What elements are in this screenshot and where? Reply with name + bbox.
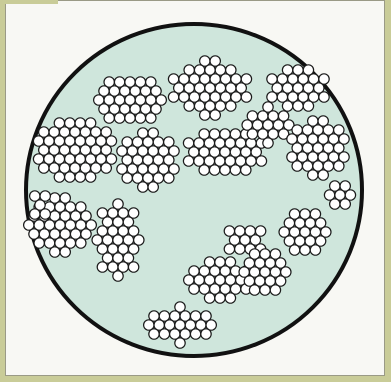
cell	[85, 172, 95, 182]
cell	[256, 156, 266, 166]
cell	[189, 284, 199, 294]
cell	[40, 209, 50, 219]
cell	[260, 285, 270, 295]
cell	[292, 161, 302, 171]
cell	[135, 113, 145, 123]
cell	[122, 173, 132, 183]
cell	[97, 262, 107, 272]
cell	[225, 293, 235, 303]
cell	[201, 329, 211, 339]
cell	[184, 101, 194, 111]
cell	[113, 271, 123, 281]
cell	[204, 293, 214, 303]
cell	[310, 245, 320, 255]
cell	[220, 165, 230, 175]
cell	[199, 165, 209, 175]
cell	[247, 129, 257, 139]
cell	[249, 285, 259, 295]
cell	[50, 247, 60, 257]
cell	[230, 165, 240, 175]
cell	[149, 329, 159, 339]
cell	[183, 156, 193, 166]
cell	[175, 338, 185, 348]
cell	[60, 247, 70, 257]
cell	[303, 101, 313, 111]
cell	[101, 163, 111, 173]
cell	[267, 92, 277, 102]
cell	[30, 209, 40, 219]
cell	[289, 245, 299, 255]
cell	[75, 172, 85, 182]
cell	[54, 172, 64, 182]
cell	[159, 329, 169, 339]
cell	[270, 285, 280, 295]
cell	[241, 92, 251, 102]
cell	[226, 101, 236, 111]
cell	[200, 110, 210, 120]
cell	[282, 101, 292, 111]
cell	[65, 172, 75, 182]
cell	[148, 182, 158, 192]
cell	[235, 244, 245, 254]
cell	[210, 110, 220, 120]
cell	[34, 238, 44, 248]
cell	[318, 170, 328, 180]
cell	[76, 238, 86, 248]
cell	[209, 165, 219, 175]
cell	[241, 165, 251, 175]
cell	[104, 113, 114, 123]
cell	[138, 182, 148, 192]
cell	[293, 101, 303, 111]
cell	[319, 92, 329, 102]
cell	[39, 163, 49, 173]
cell	[114, 113, 124, 123]
cell	[340, 199, 350, 209]
cell	[128, 262, 138, 272]
cell	[146, 113, 156, 123]
cell	[164, 173, 174, 183]
cell	[168, 92, 178, 102]
cell	[300, 245, 310, 255]
cell	[334, 161, 344, 171]
cell	[308, 170, 318, 180]
cell	[263, 138, 273, 148]
cell	[125, 113, 135, 123]
cell	[330, 199, 340, 209]
cell	[224, 244, 234, 254]
cell	[190, 329, 200, 339]
cell	[215, 293, 225, 303]
